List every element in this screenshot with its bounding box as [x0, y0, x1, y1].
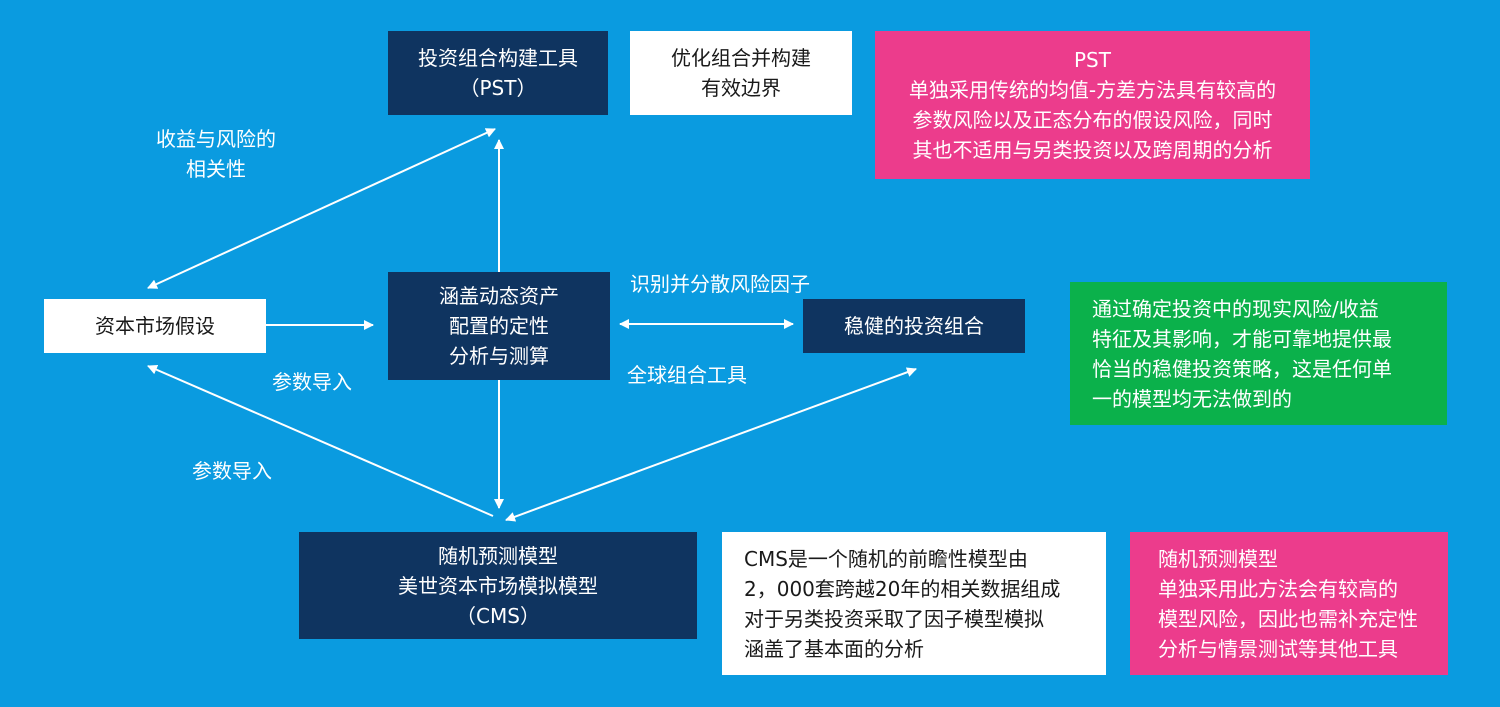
- arrow-cms-cma: [147, 365, 494, 517]
- node-pst-tool-line-1: 投资组合构建工具: [418, 46, 578, 70]
- label-correlation: 收益与风险的相关性: [136, 124, 296, 184]
- label-global-portfolio-tools: 全球组合工具: [612, 360, 762, 390]
- node-cms-description-line-4: 涵盖了基本面的分析: [744, 636, 924, 661]
- label-param-import-2: 参数导入: [182, 456, 282, 486]
- node-cms-note-line-3: 模型风险，因此也需补充定性: [1158, 606, 1418, 631]
- arrow-cms-robust: [505, 367, 917, 522]
- label-correlation-line-2: 相关性: [186, 157, 246, 181]
- label-global-portfolio-tools-line-1: 全球组合工具: [627, 363, 747, 387]
- node-cms-description-line-3: 对于另类投资采取了因子模型模拟: [744, 606, 1044, 631]
- node-optimize: 优化组合并构建有效边界: [630, 31, 852, 115]
- label-identify-risk-factors-line-1: 识别并分散风险因子: [630, 272, 810, 296]
- node-cms-note-line-2: 单独采用此方法会有较高的: [1158, 576, 1398, 601]
- node-pst-note-line-3: 参数风险以及正态分布的假设风险，同时: [912, 108, 1273, 132]
- node-capital-market-assumptions: 资本市场假设: [44, 299, 266, 353]
- node-cms-line-1: 随机预测模型: [438, 543, 558, 568]
- node-cms-note: 随机预测模型单独采用此方法会有较高的模型风险，因此也需补充定性分析与情景测试等其…: [1130, 532, 1448, 675]
- node-pst-tool: 投资组合构建工具 （PST）: [388, 31, 608, 115]
- node-cms-line-3: （CMS）: [456, 603, 540, 628]
- node-robust-portfolio: 稳健的投资组合: [803, 299, 1025, 353]
- node-robust-note-line-1: 通过确定投资中的现实风险/收益: [1092, 296, 1379, 321]
- node-robust-portfolio-line-1: 稳健的投资组合: [844, 314, 984, 338]
- arrow-cma-pst: [147, 128, 496, 289]
- node-qualitative-analysis-line-1: 涵盖动态资产: [439, 284, 559, 308]
- node-cms-line-2: 美世资本市场模拟模型: [398, 573, 598, 598]
- node-pst-tool-line-2: （PST）: [459, 76, 537, 100]
- node-cms-description: CMS是一个随机的前瞻性模型由 2，000套跨越20年的相关数据组成对于另类投资采…: [722, 532, 1106, 675]
- label-param-import-1-line-1: 参数导入: [272, 370, 352, 394]
- node-pst-note: PST 单独采用传统的均值-方差方法具有较高的参数风险以及正态分布的假设风险，同时…: [875, 31, 1310, 179]
- node-pst-note-line-2: 单独采用传统的均值-方差方法具有较高的: [908, 78, 1277, 102]
- node-robust-note-line-3: 恰当的稳健投资策略，这是任何单: [1092, 356, 1392, 381]
- label-correlation-line-1: 收益与风险的: [156, 127, 276, 151]
- label-param-import-2-line-1: 参数导入: [192, 459, 272, 483]
- node-pst-note-line-1: PST: [1074, 48, 1111, 72]
- node-optimize-line-1: 优化组合并构建: [671, 46, 811, 70]
- node-cms-note-line-4: 分析与情景测试等其他工具: [1158, 636, 1398, 661]
- node-cms-description-line-2: 2，000套跨越20年的相关数据组成: [744, 576, 1061, 601]
- node-qualitative-analysis-line-3: 分析与测算: [449, 344, 549, 368]
- node-cms-note-line-1: 随机预测模型: [1158, 546, 1278, 571]
- node-robust-note-line-2: 特征及其影响，才能可靠地提供最: [1092, 326, 1392, 351]
- label-param-import-1: 参数导入: [262, 367, 362, 397]
- node-cms-description-line-1: CMS是一个随机的前瞻性模型由: [744, 546, 1028, 571]
- node-pst-note-line-4: 其也不适用与另类投资以及跨周期的分析: [912, 138, 1273, 162]
- node-optimize-line-2: 有效边界: [701, 76, 781, 100]
- node-robust-note: 通过确定投资中的现实风险/收益特征及其影响，才能可靠地提供最恰当的稳健投资策略，…: [1070, 282, 1447, 425]
- node-capital-market-assumptions-line-1: 资本市场假设: [95, 314, 215, 338]
- node-qualitative-analysis: 涵盖动态资产配置的定性分析与测算: [388, 272, 610, 380]
- label-identify-risk-factors: 识别并分散风险因子: [612, 269, 828, 299]
- node-robust-note-line-4: 一的模型均无法做到的: [1092, 386, 1292, 411]
- node-qualitative-analysis-line-2: 配置的定性: [449, 314, 549, 338]
- node-cms: 随机预测模型美世资本市场模拟模型 （CMS）: [299, 532, 697, 639]
